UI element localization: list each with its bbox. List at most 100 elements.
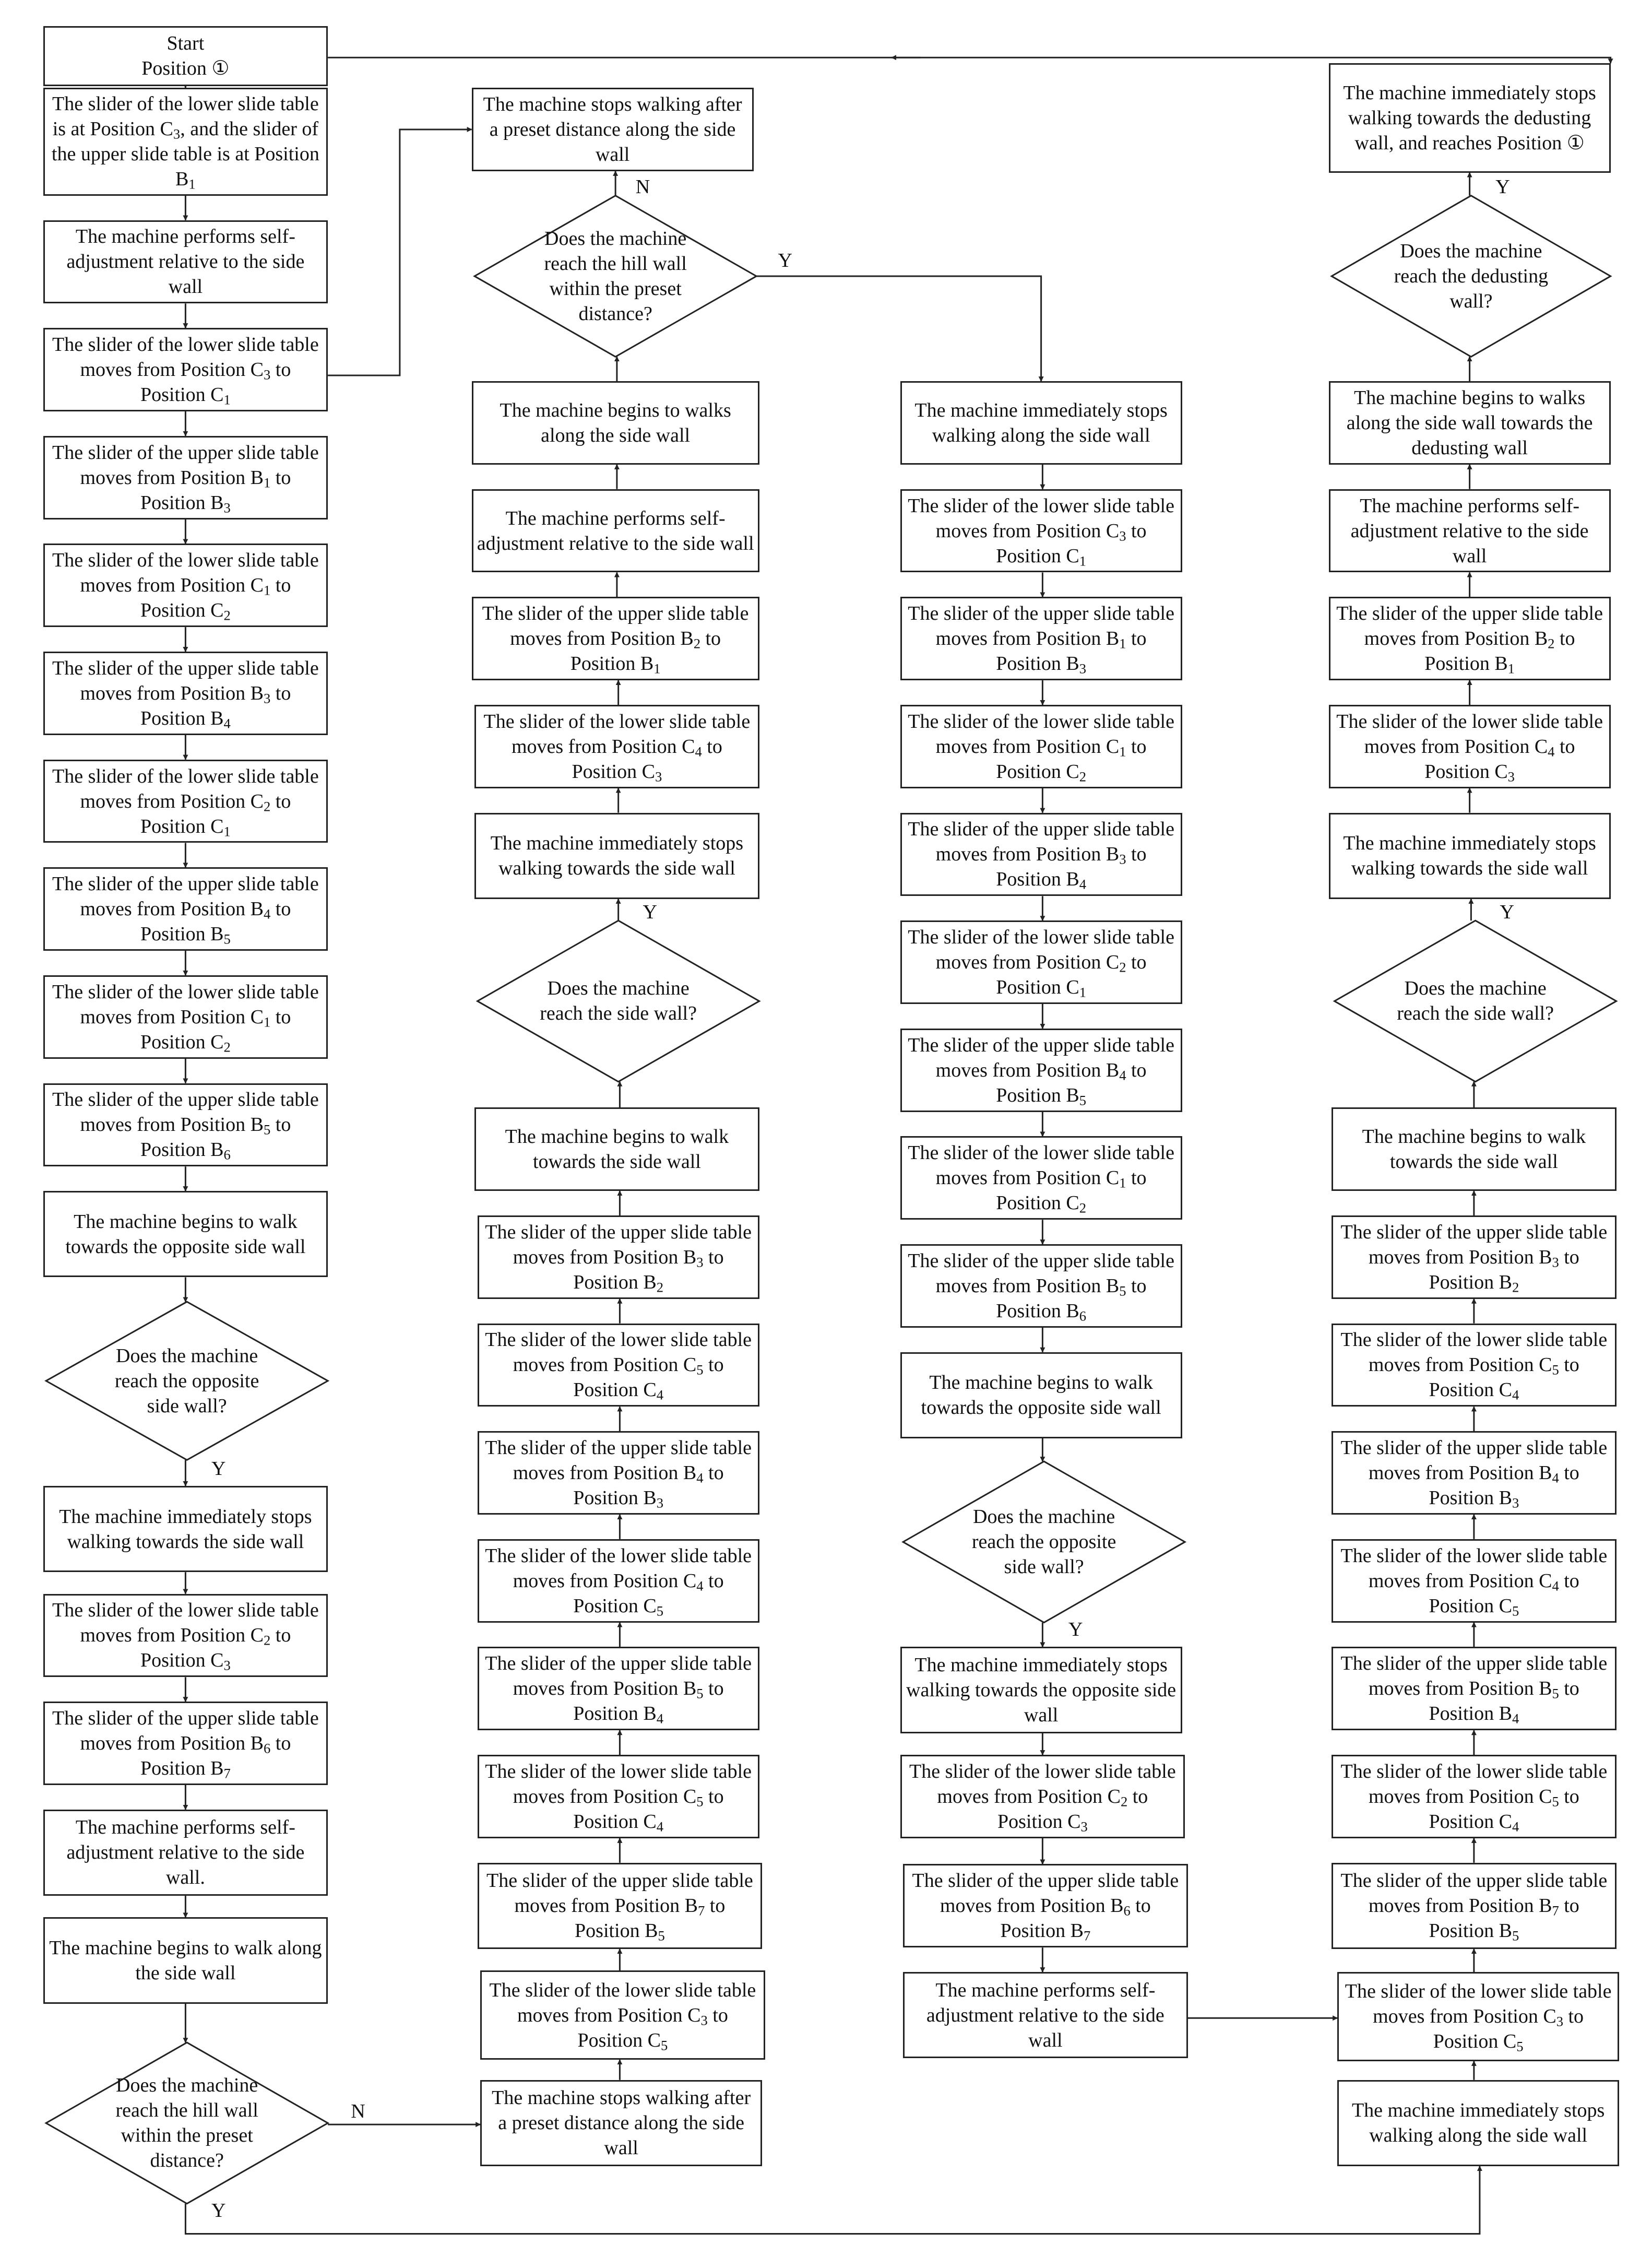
node-text: The slider of the upper slide table move…	[482, 603, 749, 677]
node-text: Does the machine reach the opposite side…	[971, 1506, 1116, 1578]
node-text: The slider of the lower slide table move…	[52, 1599, 319, 1674]
process-box: The slider of the upper slide table move…	[471, 597, 759, 681]
process-box: The machine immediately stops walking to…	[900, 1647, 1182, 1733]
process-box: The slider of the lower slide table move…	[1332, 1539, 1617, 1623]
process-box: The machine begins to walk towards the o…	[43, 1191, 328, 1278]
node-text: The slider of the lower slide table move…	[1340, 1544, 1608, 1619]
process-box: The slider of the upper slide table move…	[1332, 1431, 1617, 1515]
node-text: The machine performs self-adjustment rel…	[926, 1979, 1164, 2051]
node-text: The slider of the lower slide table move…	[52, 981, 319, 1055]
process-box: The slider of the upper slide table move…	[1332, 1862, 1617, 1950]
process-box: The slider of the upper slide table move…	[43, 435, 328, 519]
decision-node: Does the machine reach the hill wall wit…	[102, 2062, 271, 2184]
node-text: The machine immediately stops walking to…	[1343, 832, 1596, 880]
process-box: The slider of the lower slide table move…	[474, 704, 759, 788]
branch-no-label: N	[351, 2100, 365, 2123]
branch-yes-label: Y	[1495, 176, 1510, 198]
node-text: The slider of the upper slide table move…	[912, 1870, 1179, 1944]
branch-yes-label: Y	[211, 2200, 226, 2222]
node-text: The slider of the upper slide table move…	[1340, 1870, 1608, 1944]
node-text: The machine immediately stops walking to…	[490, 832, 744, 880]
process-box: The slider of the lower slide table move…	[43, 759, 328, 843]
process-box: The slider of the upper slide table move…	[477, 1862, 763, 1950]
node-text: The slider of the upper slide table move…	[52, 657, 319, 731]
process-box: The machine begins to walk along the sid…	[43, 1917, 328, 2004]
process-box: The machine performs self-adjustment rel…	[43, 1809, 328, 1896]
node-text: The slider of the lower slide table move…	[909, 1760, 1176, 1835]
node-text: The slider of the upper slide table move…	[485, 1437, 752, 1511]
node-text: The slider of the upper slide table move…	[52, 873, 319, 947]
node-text: The slider of the lower slide table move…	[1340, 1329, 1608, 1403]
flowchart-shapes	[44, 194, 1618, 2205]
connector-arrow	[756, 275, 1044, 382]
process-box: The slider of the upper slide table move…	[477, 1431, 759, 1515]
branch-yes-label: Y	[643, 901, 657, 923]
node-text: Does the machine reach the side wall?	[540, 977, 697, 1025]
node-text: The machine begins to walks along the si…	[500, 399, 731, 446]
process-box: The machine immediately stops walking al…	[900, 381, 1182, 465]
process-box: The slider of the lower slide table move…	[900, 489, 1182, 573]
process-box: The machine begins to walk towards the s…	[1332, 1107, 1617, 1191]
process-box: The machine begins to walk towards the s…	[474, 1107, 759, 1191]
node-text: The machine performs self-adjustment rel…	[66, 226, 305, 298]
process-box: The slider of the lower slide table is a…	[43, 88, 328, 196]
node-text: The slider of the lower slide table is a…	[51, 93, 319, 192]
node-text: The machine begins to walk along the sid…	[49, 1937, 322, 1985]
process-box: The slider of the upper slide table move…	[1328, 597, 1611, 681]
branch-yes-label: Y	[1500, 901, 1514, 923]
node-text: The machine begins to walk towards the s…	[1362, 1126, 1586, 1173]
connector-arrow	[184, 2166, 1482, 2235]
process-box: The slider of the lower slide table move…	[1332, 1755, 1617, 1838]
process-box: The slider of the lower slide table move…	[900, 704, 1182, 788]
node-text: Does the machine reach the side wall?	[1397, 977, 1554, 1025]
process-box: The machine begins to walks along the si…	[1328, 381, 1611, 465]
node-text: The machine immediately stops walking to…	[1343, 81, 1596, 154]
process-box: The slider of the upper slide table move…	[43, 1083, 328, 1167]
decision-node: Does the machine reach the side wall?	[1391, 940, 1560, 1062]
node-text: The slider of the lower slide table move…	[908, 1142, 1174, 1216]
decision-node: Does the machine reach the side wall?	[534, 940, 703, 1062]
node-text: The slider of the lower slide table move…	[908, 926, 1174, 1000]
flowchart-connectors	[183, 55, 1613, 2235]
node-text: The slider of the upper slide table move…	[52, 1707, 319, 1781]
node-text: The slider of the lower slide table move…	[485, 1329, 752, 1403]
node-text: Does the machine reach the opposite side…	[114, 1344, 259, 1417]
process-box: The slider of the lower slide table move…	[1332, 1323, 1617, 1407]
node-text: The slider of the lower slide table move…	[1336, 710, 1603, 785]
process-box: The machine performs self-adjustment rel…	[43, 220, 328, 304]
process-box: The slider of the upper slide table move…	[43, 652, 328, 735]
process-box: The slider of the upper slide table move…	[43, 867, 328, 951]
node-text: The machine begins to walk towards the o…	[921, 1372, 1161, 1419]
decision-node: Does the machine reach the opposite side…	[102, 1321, 271, 1441]
decision-diamond	[1330, 194, 1612, 358]
process-box: The machine immediately stops walking to…	[1328, 812, 1611, 899]
branch-yes-label: Y	[778, 249, 792, 271]
decision-diamond	[1333, 919, 1618, 1083]
process-box: The slider of the lower slide table move…	[43, 328, 328, 411]
process-box: The machine begins to walk towards the o…	[900, 1352, 1182, 1438]
process-box: The slider of the lower slide table move…	[1337, 1972, 1620, 2061]
node-text: The machine performs self-adjustment rel…	[1350, 494, 1589, 567]
node-text: The machine immediately stops walking al…	[914, 399, 1168, 446]
process-box: The slider of the lower slide table move…	[1328, 704, 1611, 788]
node-text: The machine immediately stops walking al…	[1351, 2099, 1605, 2147]
node-text: The machine begins to walks along the si…	[1346, 386, 1593, 459]
process-box: The machine immediately stops walking al…	[1337, 2080, 1620, 2167]
node-text: The slider of the upper slide table move…	[908, 818, 1174, 893]
node-text: The slider of the lower slide table move…	[908, 710, 1174, 785]
process-box: The machine stops walking after a preset…	[480, 2080, 763, 2167]
node-text: The slider of the upper slide table move…	[486, 1870, 753, 1944]
process-box: The slider of the upper slide table move…	[1332, 1215, 1617, 1299]
connector-arrow	[328, 56, 1613, 64]
process-box: The machine immediately stops walking to…	[1328, 63, 1611, 173]
node-text: The slider of the lower slide table move…	[908, 494, 1174, 569]
process-box: The slider of the lower slide table move…	[43, 544, 328, 628]
node-text: The slider of the upper slide table move…	[1340, 1221, 1608, 1295]
process-box: The machine performs self-adjustment rel…	[471, 489, 759, 573]
process-box: The slider of the upper slide table move…	[900, 597, 1182, 681]
branch-yes-label: Y	[211, 1457, 226, 1480]
process-box: The slider of the upper slide table move…	[1332, 1647, 1617, 1731]
node-text: The slider of the upper slide table move…	[52, 1089, 319, 1163]
